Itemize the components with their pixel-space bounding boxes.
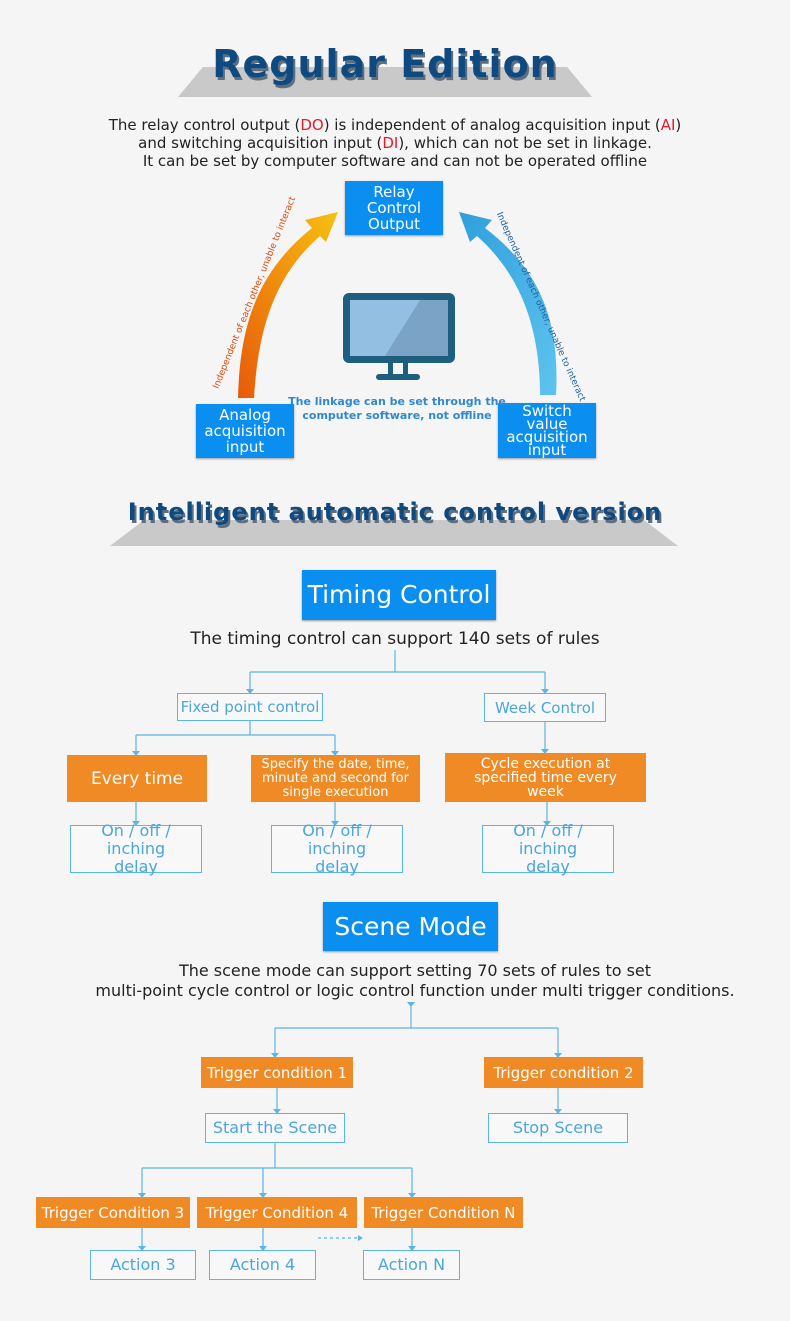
switch-value-acquisition-input-box: Switch value acquisition input [498,403,596,458]
action-n-box: Action N [363,1250,460,1280]
every-time-box: Every time [67,755,207,802]
regular-desc-line-1: The relay control output (DO) is indepen… [108,116,682,134]
on-off-delay-box-3: On / off / inching delay [482,822,614,876]
regular-banner-bg [178,67,592,97]
intelligent-banner-bg [110,520,678,546]
timing-desc: The timing control can support 140 sets … [190,629,600,649]
scene-desc-line-2: multi-point cycle control or logic contr… [95,981,735,1000]
on-off-delay-box-2: On / off / inching delay [271,822,403,876]
scene-desc-line-1: The scene mode can support setting 70 se… [178,961,652,980]
trigger-condition-1: Trigger condition 1 [201,1057,353,1088]
trigger-condition-2: Trigger condition 2 [484,1057,643,1088]
cycle-week-box: Cycle execution at specified time every … [445,753,646,802]
blue-curved-arrow [459,212,557,395]
week-control-box: Week Control [484,693,606,722]
monitor-icon [343,293,455,380]
regular-edition-title: Regular Edition [212,42,558,86]
timing-control-box: Timing Control [302,570,496,620]
scene-mode-box: Scene Mode [323,902,498,951]
orange-curved-arrow [238,212,338,398]
regular-desc-line-2: and switching acquisition input (DI), wh… [138,134,652,152]
relay-control-output-box: Relay Control Output [345,181,443,235]
stop-scene-box: Stop Scene [488,1113,628,1143]
intelligent-title: Intelligent automatic control version [127,498,663,526]
specify-date-box: Specify the date, time, minute and secon… [251,755,420,802]
start-scene-box: Start the Scene [205,1113,345,1143]
trigger-condition-n: Trigger Condition N [364,1197,523,1228]
regular-desc-line-3: It can be set by computer software and c… [142,152,648,170]
action-3-box: Action 3 [90,1250,196,1280]
action-4-box: Action 4 [209,1250,316,1280]
trigger-condition-3: Trigger Condition 3 [36,1197,190,1228]
on-off-delay-box-1: On / off / inching delay [70,822,202,876]
analog-acquisition-input-box: Analog acquisition input [196,404,294,458]
fixed-point-control-box: Fixed point control [177,693,323,721]
trigger-condition-4: Trigger Condition 4 [197,1197,357,1228]
